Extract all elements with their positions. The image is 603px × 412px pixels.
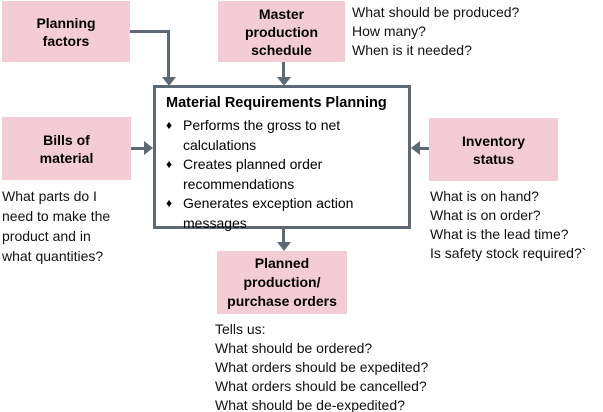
mrp-bullet-item: ♦ Generates exception action messages xyxy=(166,194,402,233)
mrp-bullet-text: Performs the gross to net calculations xyxy=(183,117,341,153)
arrowhead-down-icon xyxy=(277,242,291,251)
arrow-line xyxy=(419,147,429,150)
diamond-bullet-icon: ♦ xyxy=(166,118,173,132)
mrp-title: Material Requirements Planning xyxy=(166,95,387,111)
inventory-status-box: Inventory status xyxy=(429,118,558,181)
planning-factors-box: Planning factors xyxy=(2,1,130,62)
arrow-line xyxy=(130,30,170,33)
arrow-line xyxy=(167,30,170,78)
diamond-bullet-icon: ♦ xyxy=(166,157,173,171)
bills-of-material-questions-text: What parts do I need to make the product… xyxy=(2,188,111,264)
inventory-status-questions-text: What is on hand? What is on order? What … xyxy=(430,188,587,261)
arrow-line xyxy=(282,62,285,78)
mrp-bullet-text: Generates exception action messages xyxy=(183,195,354,231)
planned-orders-output-text: Tells us: What should be ordered? What o… xyxy=(215,321,429,412)
mrp-process-box: Material Requirements Planning ♦ Perform… xyxy=(153,85,411,231)
bills-of-material-box: Bills of material xyxy=(2,117,131,180)
mrp-bullet-item: ♦ Creates planned order recommendations xyxy=(166,155,402,194)
diamond-bullet-icon: ♦ xyxy=(166,196,173,210)
arrowhead-left-icon xyxy=(411,141,420,155)
planned-orders-box: Planned production/ purchase orders xyxy=(217,251,347,314)
master-schedule-questions-text: What should be produced? How many? When … xyxy=(352,4,520,58)
arrowhead-down-icon xyxy=(162,77,176,86)
arrowhead-down-icon xyxy=(277,77,291,86)
arrowhead-right-icon xyxy=(144,141,153,155)
arrow-line xyxy=(131,147,145,150)
arrow-line xyxy=(282,229,285,243)
master-production-schedule-box: Master production schedule xyxy=(218,1,345,62)
mrp-bullet-text: Creates planned order recommendations xyxy=(183,156,323,192)
mrp-bullet-item: ♦ Performs the gross to net calculations xyxy=(166,116,402,155)
